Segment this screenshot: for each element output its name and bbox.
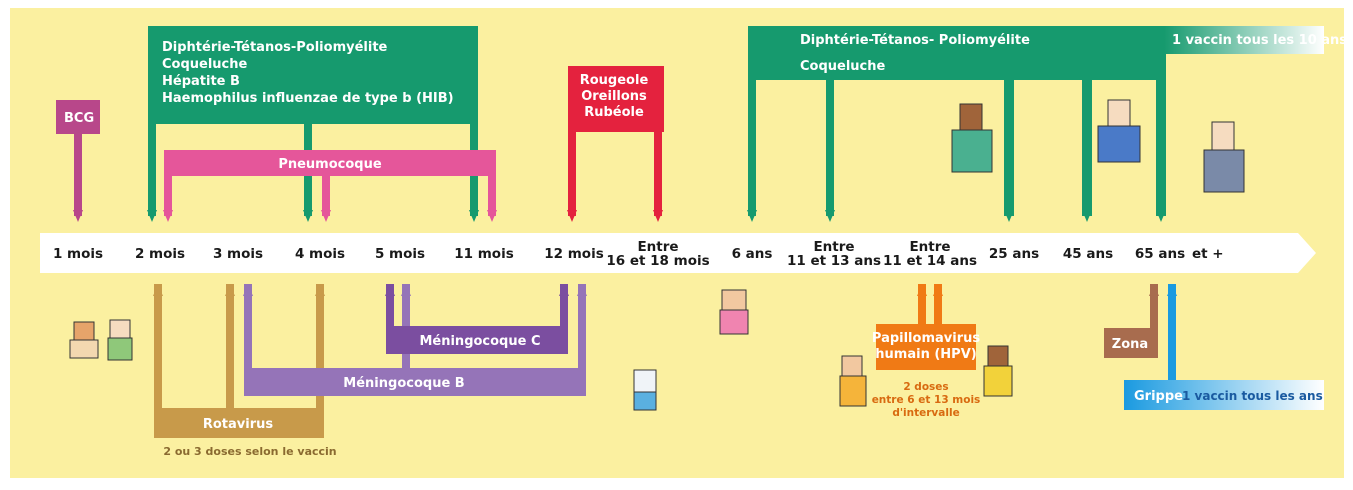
age-label-3m: 3 mois: [213, 246, 263, 262]
timeline-arrow: [40, 233, 1316, 273]
child-illustration: [719, 289, 749, 335]
age-label-1m: 1 mois: [53, 246, 103, 262]
age-label-2m: 2 mois: [135, 246, 185, 262]
bcg-label: BCG: [64, 111, 94, 126]
ror-group: [568, 66, 664, 216]
age-label-suffix: et +: [1192, 246, 1224, 262]
coqueluche-adult-label: Coqueluche: [800, 59, 886, 74]
dtp-adult-gap: [756, 80, 826, 220]
age-label-45a: 45 ans: [1063, 246, 1113, 262]
adults-illustration: [951, 99, 1245, 193]
rotavirus-group: [154, 284, 324, 438]
menb-label: Méningocoque B: [343, 376, 464, 391]
zona-label: Zona: [1112, 337, 1148, 352]
age-label-25a: 25 ans: [989, 246, 1039, 262]
pneumo-label: Pneumocoque: [278, 157, 382, 172]
hpv-group: [876, 284, 976, 370]
zona-group: [1104, 284, 1158, 358]
age-label-6a: 6 ans: [732, 246, 773, 262]
grippe-group: [1124, 284, 1324, 410]
grippe-label: Grippe: [1134, 389, 1183, 404]
menb-group: [244, 284, 586, 396]
age-label-4m: 4 mois: [295, 246, 345, 262]
dtp-adult-label: Diphtérie-Tétanos- Poliomyélite: [800, 33, 1030, 48]
toddler-illustration: [633, 369, 657, 411]
rotavirus-note: 2 ou 3 doses selon le vaccin: [163, 445, 336, 458]
dtp-adult-note: 1 vaccin tous les 10 ans: [1172, 33, 1347, 48]
teens-illustration: [839, 345, 1013, 407]
rotavirus-label: Rotavirus: [203, 417, 274, 432]
dtp-infant-group: [148, 26, 478, 216]
bcg-group: [56, 100, 100, 216]
menc-group: [386, 284, 568, 354]
age-label-11m: 11 mois: [454, 246, 514, 262]
bottom-arrowheads: [153, 284, 1177, 296]
timeline-age-labels: 1 mois 2 mois 3 mois 4 mois 5 mois 11 mois 12 …: [53, 239, 1224, 269]
age-label-5m: 5 mois: [375, 246, 425, 262]
age-label-12m: 12 mois: [544, 246, 604, 262]
top-arrowheads: [73, 210, 1166, 222]
babies-illustration: [69, 319, 133, 361]
grippe-note: 1 vaccin tous les ans: [1182, 389, 1323, 403]
dtp-adult-group: [748, 26, 1324, 216]
menc-label: Méningocoque C: [419, 334, 540, 349]
age-label-65a: 65 ans: [1135, 246, 1185, 262]
pneumo-group: [164, 150, 496, 216]
